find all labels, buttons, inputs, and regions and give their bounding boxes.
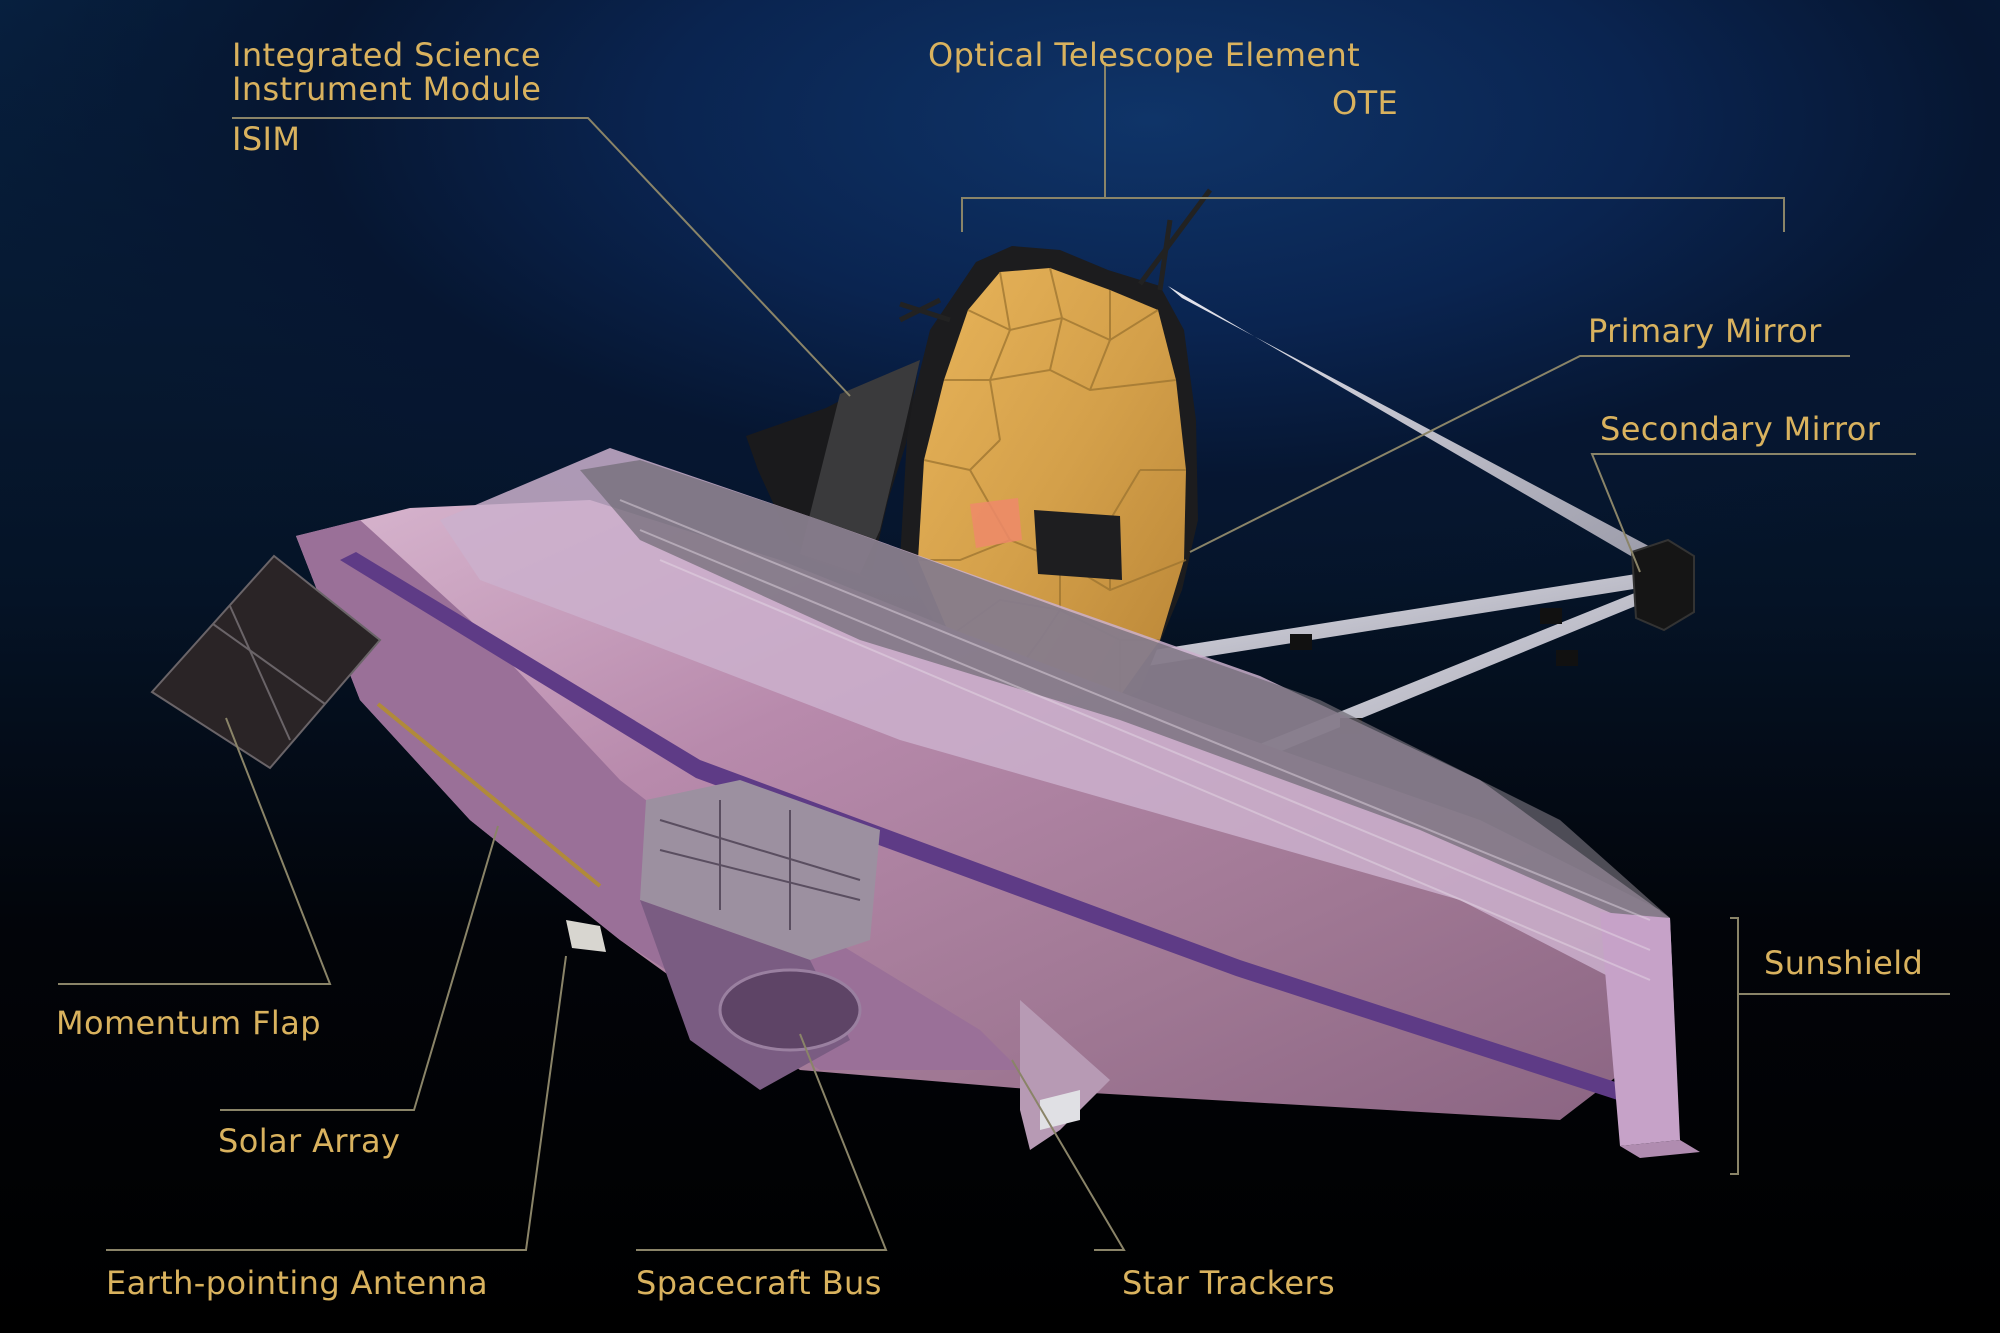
earth-antenna-dish: [566, 920, 606, 952]
sunshield-layers: [296, 448, 1700, 1158]
label-secondary-mirror: Secondary Mirror: [1600, 410, 1881, 448]
strut-clamp: [1290, 634, 1312, 650]
spacecraft-bus: [640, 780, 880, 1090]
label-ote-abbr: OTE: [1332, 84, 1399, 122]
solar-array-rod: [376, 702, 602, 888]
label-ote-name: Optical Telescope Element: [928, 36, 1361, 74]
label-sunshield: Sunshield: [1764, 944, 1924, 982]
leader-lines: [58, 62, 1950, 1251]
momentum-flap: [150, 554, 382, 770]
label-earth-antenna: Earth-pointing Antenna: [106, 1264, 489, 1302]
label-star-trackers: Star Trackers: [1122, 1264, 1336, 1302]
label-isim-abbr: ISIM: [232, 120, 301, 158]
label-spacecraft-bus: Spacecraft Bus: [636, 1264, 882, 1302]
label-isim-line1: Integrated Science: [232, 36, 541, 74]
label-momentum-flap: Momentum Flap: [56, 1004, 321, 1042]
aft-optics-subsystem: [1034, 510, 1122, 580]
strut-clamp: [1556, 650, 1578, 666]
strut-clamp: [1540, 608, 1562, 624]
label-solar-array: Solar Array: [218, 1122, 401, 1160]
mirror-glint: [970, 498, 1022, 548]
secondary-mirror-housing: [1630, 538, 1695, 632]
label-isim-line2: Instrument Module: [232, 70, 542, 108]
backplane-radiators: [898, 188, 1213, 323]
label-primary-mirror: Primary Mirror: [1588, 312, 1822, 350]
